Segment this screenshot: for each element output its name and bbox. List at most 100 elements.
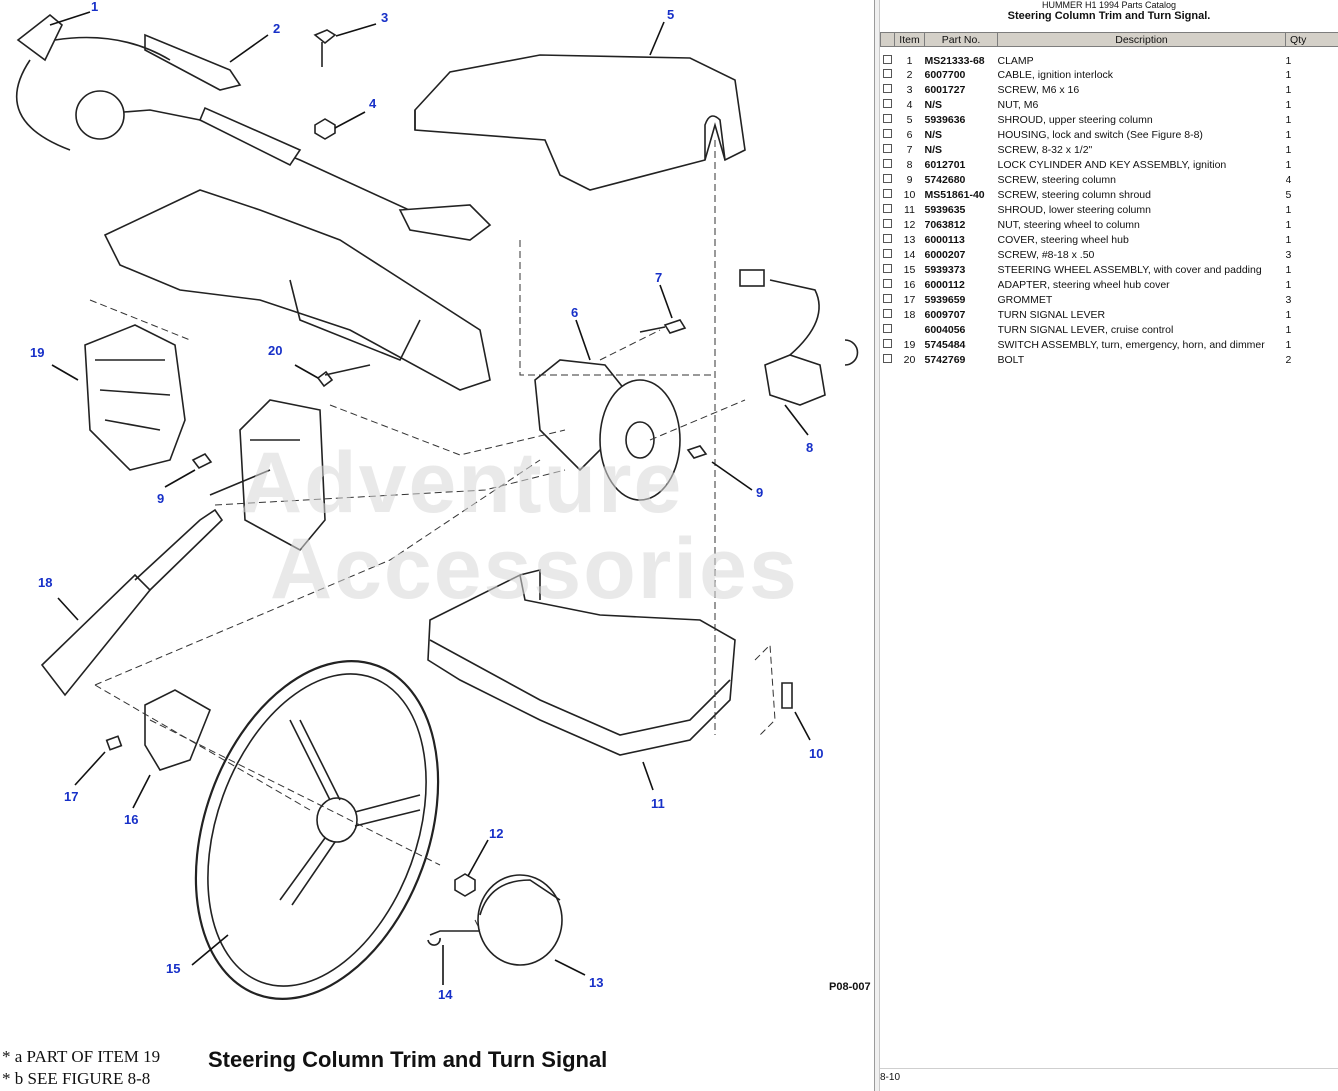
description-cell: SCREW, 8-32 x 1/2" — [997, 143, 1093, 156]
item-cell: 14 — [903, 248, 916, 261]
select-cell — [881, 277, 895, 292]
callout-6: 6 — [571, 305, 579, 320]
description-cell: TURN SIGNAL LEVER, cruise control — [997, 323, 1174, 336]
header-part-no[interactable]: Part No. — [924, 32, 998, 47]
parts-list-panel: HUMMER H1 1994 Parts Catalog Steering Co… — [880, 0, 1338, 1091]
item-cell: 16 — [903, 278, 916, 291]
select-cell — [881, 292, 895, 307]
callout-17: 17 — [64, 789, 79, 804]
qty-cell: 1 — [1285, 338, 1292, 351]
item-cell: 7 — [906, 143, 913, 156]
row-checkbox[interactable] — [882, 308, 892, 318]
row-checkbox[interactable] — [882, 353, 892, 363]
item-cell: 5 — [906, 113, 913, 126]
callout-2: 2 — [273, 21, 281, 36]
header-description[interactable]: Description — [997, 32, 1286, 47]
row-checkbox[interactable] — [882, 188, 892, 198]
qty-cell: 1 — [1285, 203, 1292, 216]
qty-cell: 1 — [1285, 158, 1292, 171]
callout-20: 20 — [268, 343, 283, 358]
select-cell — [881, 247, 895, 262]
item-cell: 11 — [904, 203, 915, 216]
row-checkbox[interactable] — [882, 55, 892, 64]
qty-cell: 1 — [1285, 143, 1292, 156]
callout-5: 5 — [667, 7, 675, 22]
row-checkbox[interactable] — [882, 233, 892, 243]
description-cell: SWITCH ASSEMBLY, turn, emergency, horn, … — [997, 338, 1265, 351]
part-number-cell: 6001727 — [924, 83, 966, 96]
description-cell: SCREW, steering column — [997, 173, 1116, 186]
row-checkbox[interactable] — [882, 218, 892, 228]
part-number-cell: 5742769 — [924, 353, 966, 366]
callout-12: 12 — [489, 826, 504, 841]
select-cell — [881, 202, 895, 217]
qty-cell: 2 — [1285, 353, 1292, 366]
row-checkbox[interactable] — [882, 68, 892, 78]
callout-11: 11 — [651, 796, 665, 811]
footnote-b: * b SEE FIGURE 8-8 — [2, 1069, 151, 1088]
panel-divider — [880, 1068, 1338, 1069]
row-checkbox[interactable] — [882, 158, 892, 168]
select-cell — [881, 262, 895, 277]
row-checkbox[interactable] — [882, 338, 892, 348]
row-checkbox[interactable] — [882, 143, 892, 153]
parts-table: Item Part No. Description Qty 1 MS21333-6… — [880, 32, 1338, 367]
select-cell — [881, 82, 895, 97]
row-checkbox[interactable] — [882, 248, 892, 258]
part-number-cell: 6000207 — [924, 248, 966, 261]
callout-7: 7 — [655, 270, 663, 285]
select-cell — [881, 172, 895, 187]
row-checkbox[interactable] — [882, 278, 892, 288]
row-checkbox[interactable] — [882, 113, 892, 123]
row-checkbox[interactable] — [882, 293, 892, 303]
row-checkbox[interactable] — [882, 203, 892, 213]
row-checkbox[interactable] — [882, 323, 892, 333]
item-cell: 17 — [903, 293, 916, 306]
part-number-cell: 6004056 — [924, 323, 966, 336]
splitter-bar[interactable] — [874, 0, 880, 1091]
row-checkbox[interactable] — [882, 128, 892, 138]
part-number-cell: MS21333-68 — [924, 55, 985, 67]
select-cell — [881, 352, 895, 367]
description-cell: NUT, M6 — [997, 98, 1039, 111]
row-checkbox[interactable] — [882, 173, 892, 183]
description-cell: SHROUD, lower steering column — [997, 203, 1151, 216]
item-cell: 1 — [906, 55, 913, 67]
callout-14: 14 — [438, 987, 453, 1002]
select-cell — [881, 127, 895, 142]
description-cell: SCREW, steering column shroud — [997, 188, 1151, 201]
header-item[interactable]: Item — [894, 32, 925, 47]
header-qty[interactable]: Qty — [1285, 32, 1338, 47]
part-number-cell: MS51861-40 — [924, 188, 985, 201]
row-checkbox[interactable] — [882, 263, 892, 273]
qty-cell: 5 — [1285, 188, 1292, 201]
row-checkbox[interactable] — [882, 83, 892, 93]
row-checkbox[interactable] — [882, 98, 892, 108]
qty-cell: 1 — [1285, 83, 1292, 96]
callout-1: 1 — [91, 0, 99, 14]
select-cell — [881, 217, 895, 232]
parts-row[interactable]: 6004056 TURN SIGNAL LEVER, cruise control… — [881, 322, 1338, 337]
item-cell: 2 — [906, 68, 913, 81]
